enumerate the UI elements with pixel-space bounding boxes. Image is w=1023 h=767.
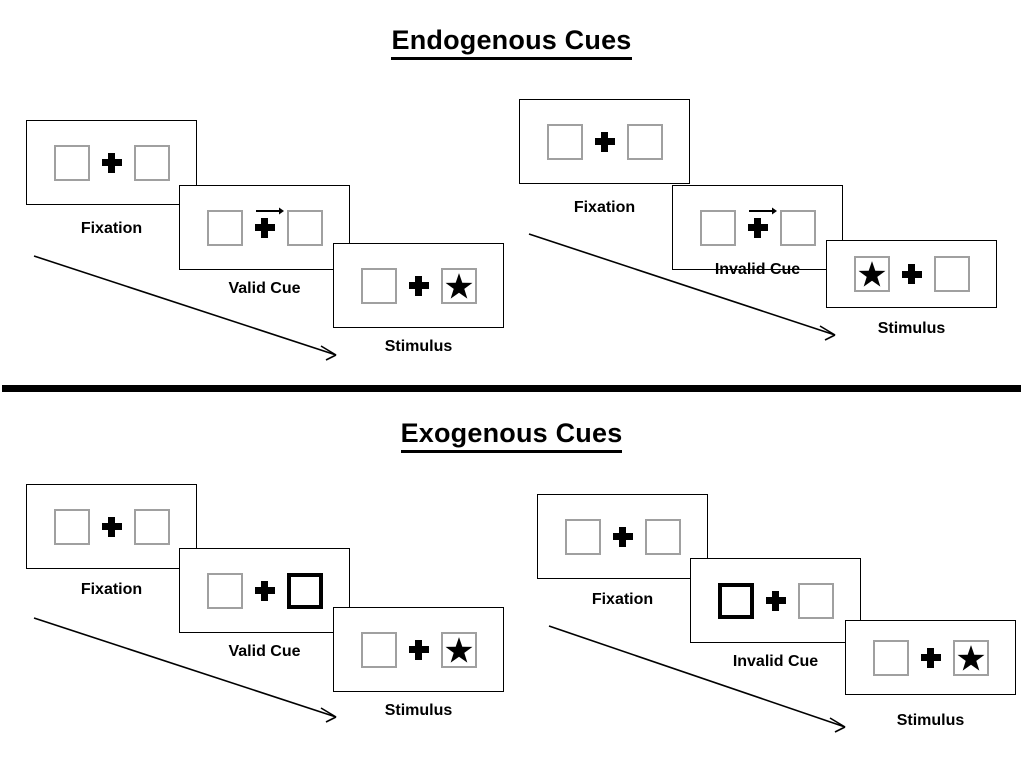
section-title-endogenous: Endogenous Cues [0,25,1023,60]
left-placeholder-box [53,144,90,181]
left-placeholder-box [206,572,243,609]
plus-icon [101,152,122,173]
right-target-box [952,639,989,676]
right-placeholder-box [133,508,170,545]
plus-icon [901,264,922,284]
trial-frame-exogenous-valid-stimulus [333,607,504,692]
stage-label-exogenous-valid-stimulus: Stimulus [384,702,453,719]
stage-label-endogenous-invalid-cue: Invalid Cue [714,261,801,278]
stage-label-endogenous-invalid-fixation: Fixation [573,199,636,216]
left-placeholder-box [53,508,90,545]
left-placeholder-box [872,639,909,676]
section-title-exogenous-text: Exogenous Cues [400,418,623,453]
fixation-cross-wrap [243,207,287,248]
fixation-cross-wrap [397,630,441,670]
right-placeholder-box [286,209,323,246]
plus-icon [408,275,429,296]
flow-arrow-endogenous-valid [33,255,337,361]
right-placeholder-box [779,209,816,246]
stage-label-endogenous-valid-fixation: Fixation [80,220,143,237]
left-placeholder-box [360,267,397,304]
stage-label-endogenous-valid-stimulus: Stimulus [384,338,453,355]
plus-icon [254,217,275,238]
fixation-cross-wrap [243,571,287,611]
frame-content [360,630,477,670]
right-placeholder-box [933,256,970,292]
right-target-box [440,267,477,304]
trial-frame-exogenous-valid-cue [179,548,350,633]
left-placeholder-box [360,631,397,668]
flow-arrow-exogenous-invalid [548,625,846,733]
fixation-cross-wrap [754,581,798,621]
fixation-cross-wrap [397,266,441,306]
fixation-cross-wrap [90,143,134,183]
trial-frame-exogenous-invalid-cue [690,558,861,643]
star-icon [445,636,472,663]
left-placeholder-box [699,209,736,246]
plus-icon [408,639,429,660]
stage-label-exogenous-invalid-stimulus: Stimulus [896,712,965,729]
fixation-cross-wrap [90,507,134,547]
fixation-cross-wrap [909,638,953,678]
left-placeholder-box [564,518,601,555]
right-target-box [440,631,477,668]
trial-frame-endogenous-valid-fixation [26,120,197,205]
arrow-right-icon [255,207,284,214]
trial-frame-endogenous-valid-cue [179,185,350,270]
trial-frame-endogenous-valid-stimulus [333,243,504,328]
frame-content [360,266,477,306]
section-title-endogenous-text: Endogenous Cues [391,25,632,60]
fixation-cross-wrap [583,122,627,162]
fixation-cross-wrap [601,517,645,557]
frame-content [206,207,323,248]
frame-content [53,143,170,183]
frame-content [872,638,989,678]
left-placeholder-box [546,123,583,160]
arrow-right-icon [748,207,777,214]
frame-content [564,517,681,557]
right-placeholder-box [133,144,170,181]
section-title-exogenous: Exogenous Cues [0,418,1023,453]
frame-content [546,122,663,162]
plus-icon [594,131,615,152]
frame-content [853,254,970,294]
trial-frame-endogenous-invalid-cue [672,185,843,270]
star-icon [957,644,984,671]
right-placeholder-box [644,518,681,555]
trial-frame-exogenous-invalid-stimulus [845,620,1016,695]
stage-label-exogenous-valid-cue: Valid Cue [228,643,301,660]
left-cued-box [717,582,754,619]
stage-label-exogenous-invalid-cue: Invalid Cue [732,653,819,670]
right-placeholder-box [626,123,663,160]
fixation-cross-wrap [890,254,934,294]
plus-icon [765,590,786,611]
plus-icon [612,526,633,547]
trial-frame-exogenous-invalid-fixation [537,494,708,579]
star-icon [858,261,885,287]
stage-label-exogenous-valid-fixation: Fixation [80,581,143,598]
stage-label-exogenous-invalid-fixation: Fixation [591,591,654,608]
frame-content [53,507,170,547]
left-placeholder-box [206,209,243,246]
frame-content [699,207,816,248]
plus-icon [747,217,768,238]
frame-content [206,571,323,611]
plus-icon [254,580,275,601]
flow-arrow-exogenous-valid [33,617,337,723]
right-placeholder-box [797,582,834,619]
left-target-box [853,256,890,292]
frame-content [717,581,834,621]
right-cued-box [286,572,323,609]
trial-frame-exogenous-valid-fixation [26,484,197,569]
stage-label-endogenous-invalid-stimulus: Stimulus [877,320,946,337]
section-divider [2,385,1021,392]
trial-frame-endogenous-invalid-stimulus [826,240,997,308]
flow-arrow-endogenous-invalid [528,233,836,341]
stage-label-endogenous-valid-cue: Valid Cue [228,280,301,297]
plus-icon [920,647,941,668]
star-icon [445,272,472,299]
plus-icon [101,516,122,537]
trial-frame-endogenous-invalid-fixation [519,99,690,184]
fixation-cross-wrap [736,207,780,248]
